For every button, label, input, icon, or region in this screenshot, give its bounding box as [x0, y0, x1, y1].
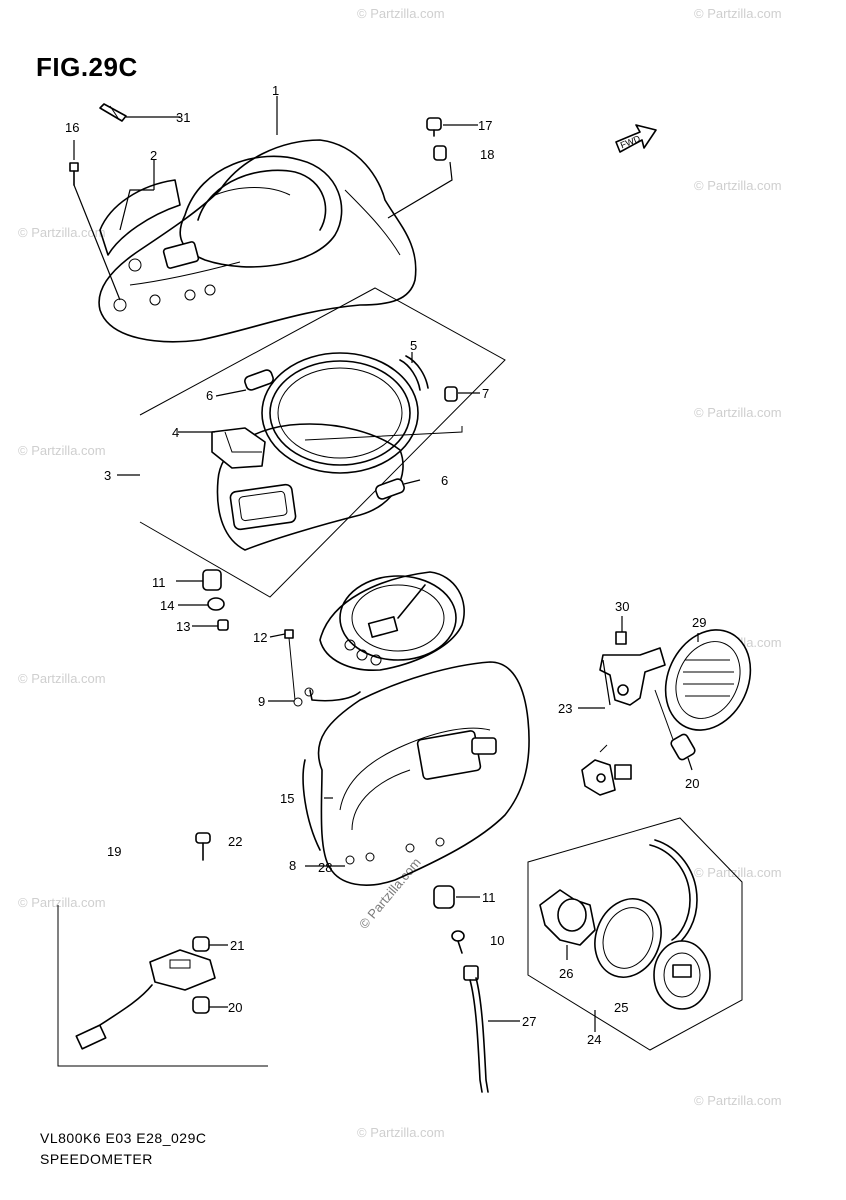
watermark: © Partzilla.com: [18, 225, 106, 240]
callout: 18: [480, 147, 494, 162]
lamp-29-drawing: [664, 629, 752, 731]
callout: 21: [230, 938, 244, 953]
leader-lines: [73, 96, 699, 1032]
cable-tie-27-drawing: [463, 965, 489, 1093]
callout: 8: [289, 858, 296, 873]
speedometer-meter-drawing: [319, 571, 465, 671]
callout: 20: [685, 776, 699, 791]
watermark: © Partzilla.com: [694, 6, 782, 21]
grommet-11-drawing: [202, 569, 229, 631]
callout: 23: [558, 701, 572, 716]
callout: 26: [559, 966, 573, 981]
screw-12-drawing: [284, 629, 314, 707]
callout: 12: [253, 630, 267, 645]
callout: 11: [152, 575, 166, 590]
bracket-23-drawing: [581, 631, 696, 796]
callout: 3: [104, 468, 111, 483]
callout: 27: [522, 1014, 536, 1029]
watermark: © Partzilla.com: [18, 895, 106, 910]
callout: 5: [410, 338, 417, 353]
watermark: © Partzilla.com: [694, 178, 782, 193]
rubber-ring-25-drawing: [594, 898, 662, 978]
watermark: © Partzilla.com: [18, 443, 106, 458]
fwd-arrow: FWD: [615, 124, 657, 153]
callout: 20: [228, 1000, 242, 1015]
callout: 15: [280, 791, 294, 806]
watermark: © Partzilla.com: [694, 865, 782, 880]
callout: 25: [614, 1000, 628, 1015]
callout-labels: 1 2 3 4 5 6 6 7 8 9 10 11 11 12 13 14 15…: [65, 83, 706, 1047]
callout: 14: [160, 598, 174, 613]
callout: 31: [176, 110, 190, 125]
callout: 6: [441, 473, 448, 488]
watermark: © Partzilla.com: [357, 1125, 445, 1140]
callout: 29: [692, 615, 706, 630]
callout: 11: [482, 890, 496, 905]
callout: 22: [228, 834, 242, 849]
clip-31-drawing: [99, 103, 127, 122]
watermark: © Partzilla.com: [18, 671, 106, 686]
callout: 10: [490, 933, 504, 948]
callout: 28: [318, 860, 332, 875]
callout: 24: [587, 1032, 601, 1047]
holder-26-drawing: [539, 889, 596, 946]
watermark: © Partzilla.com: [357, 6, 445, 21]
callout: 16: [65, 120, 79, 135]
watermark: © Partzilla.com: [694, 1093, 782, 1108]
callout: 4: [172, 425, 179, 440]
callout: 7: [482, 386, 489, 401]
upper-cover-drawing: [98, 139, 417, 343]
screw-17-drawing: [426, 117, 447, 161]
figure-code: VL800K6 E03 E28_029C: [40, 1130, 207, 1146]
callout: 2: [150, 148, 157, 163]
meter-case-drawing: [302, 661, 530, 886]
callout: 1: [272, 83, 279, 98]
callout: 13: [176, 619, 190, 634]
housing-3-drawing: [211, 352, 463, 551]
figure-title: FIG.29C: [36, 52, 138, 82]
callout: 6: [206, 388, 213, 403]
socket-24-drawing: [649, 839, 711, 1010]
figure-name: SPEEDOMETER: [40, 1151, 153, 1167]
callout: 30: [615, 599, 629, 614]
callout: 9: [258, 694, 265, 709]
sensor-19-drawing: [75, 832, 216, 1050]
screw-16-drawing: [69, 162, 79, 186]
fwd-label: FWD: [619, 133, 642, 150]
grommet-11b-drawing: [433, 885, 465, 954]
callout: 19: [107, 844, 121, 859]
watermark: © Partzilla.com: [694, 405, 782, 420]
callout: 17: [478, 118, 492, 133]
